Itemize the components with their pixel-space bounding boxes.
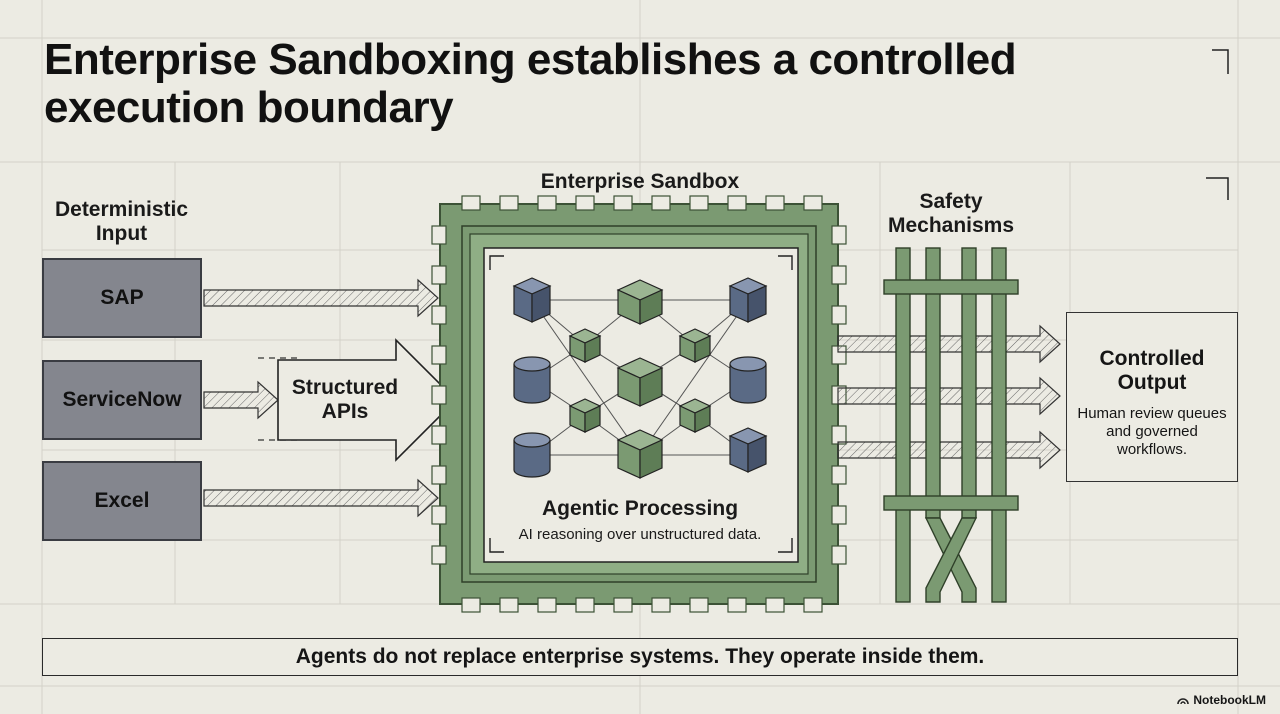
safety-mechanisms-label: Safety Mechanisms — [887, 190, 1015, 237]
agentic-processing-title: Agentic Processing — [541, 497, 739, 520]
safety-bars — [883, 247, 1019, 603]
node-small-cube-4 — [678, 398, 712, 433]
footer-note: Agents do not replace enterprise systems… — [42, 638, 1238, 676]
deterministic-input-label: Deterministic Input — [54, 198, 189, 245]
node-small-cube-1 — [568, 328, 602, 363]
node-slate-cube-3 — [728, 427, 768, 473]
node-slate-cube-1 — [512, 277, 552, 323]
agentic-processing-caption: AI reasoning over unstructured data. — [518, 526, 762, 543]
page-title: Enterprise Sandboxing establishes a cont… — [44, 35, 1017, 132]
controlled-output-box: Controlled Output Human review queues an… — [1066, 312, 1238, 482]
arrow-output-2 — [837, 376, 1061, 416]
notebooklm-logo-icon — [1177, 698, 1190, 705]
system-box-excel: Excel — [42, 461, 202, 541]
arrow-sap-to-sandbox — [203, 278, 439, 318]
node-green-cube-bottom — [616, 429, 664, 479]
controlled-output-title: Controlled Output — [1099, 347, 1205, 394]
node-cylinder-3 — [513, 432, 551, 478]
arrow-servicenow-to-apis — [203, 380, 279, 420]
node-small-cube-2 — [678, 328, 712, 363]
arrow-excel-to-sandbox — [203, 478, 439, 518]
structured-apis-label: Structured APIs — [291, 376, 399, 423]
structured-apis-arrow — [277, 338, 458, 462]
arrow-output-3 — [837, 430, 1061, 470]
enterprise-sandbox-label: Enterprise Sandbox — [540, 170, 740, 193]
brand-name: NotebookLM — [1193, 693, 1266, 707]
arrow-output-1 — [837, 324, 1061, 364]
node-cylinder-1 — [513, 356, 551, 404]
system-box-servicenow: ServiceNow — [42, 360, 202, 440]
node-small-cube-3 — [568, 398, 602, 433]
node-green-cube-center — [616, 357, 664, 407]
node-green-cube-top — [616, 279, 664, 325]
system-box-sap: SAP — [42, 258, 202, 338]
node-slate-cube-2 — [728, 277, 768, 323]
node-cylinder-2 — [729, 356, 767, 404]
brand-mark: NotebookLM — [1177, 693, 1266, 707]
controlled-output-description: Human review queues and governed workflo… — [1077, 405, 1227, 458]
